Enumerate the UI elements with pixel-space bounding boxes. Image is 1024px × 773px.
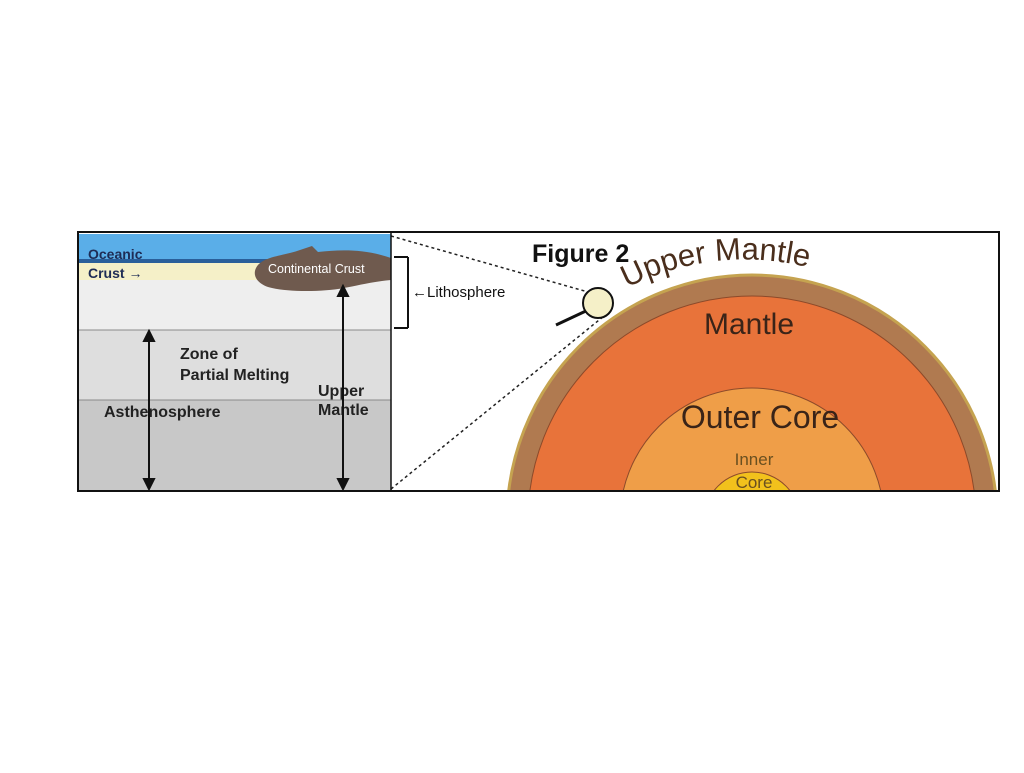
figure-title: Figure 2: [532, 240, 629, 268]
asthenosphere-label: Asthenosphere: [104, 404, 221, 421]
outer-core-layer: [622, 387, 882, 490]
cross-section-panel: Oceanic Crust → Continental Crust Zone o…: [79, 234, 391, 492]
lithosphere-label: ←Lithosphere: [412, 284, 505, 301]
upper-mantle-label-line1: Upper: [318, 383, 364, 400]
zoom-lines: [390, 235, 605, 490]
earth-section: [507, 273, 997, 490]
oceanic-label-line2: Crust →: [88, 265, 142, 281]
mantle-layer: [529, 295, 975, 490]
inner-core-label-line2: Core: [736, 473, 773, 492]
upper-mantle-arrow: [336, 283, 350, 492]
outer-core-label: Outer Core: [681, 399, 839, 435]
continental-crust-shape: [254, 246, 391, 291]
oceanic-crust-band: [79, 259, 391, 263]
magnifier-icon: [555, 287, 614, 327]
asthenosphere-arrow: [142, 328, 156, 492]
zone-label-line2: Partial Melting: [180, 367, 289, 384]
continental-crust-label: Continental Crust: [268, 262, 365, 276]
asthenosphere-layer: [79, 400, 391, 490]
figure-outer-border: [77, 231, 1000, 492]
partial-melting-layer: [79, 330, 391, 400]
lithosphere-bracket: [394, 256, 409, 329]
inner-core-label-line1: Inner: [735, 450, 774, 469]
oceanic-label-line1: Oceanic: [88, 246, 143, 262]
mantle-label: Mantle: [704, 308, 794, 341]
zone-label-line1: Zone of: [180, 346, 238, 363]
inner-core-layer: [713, 471, 791, 490]
